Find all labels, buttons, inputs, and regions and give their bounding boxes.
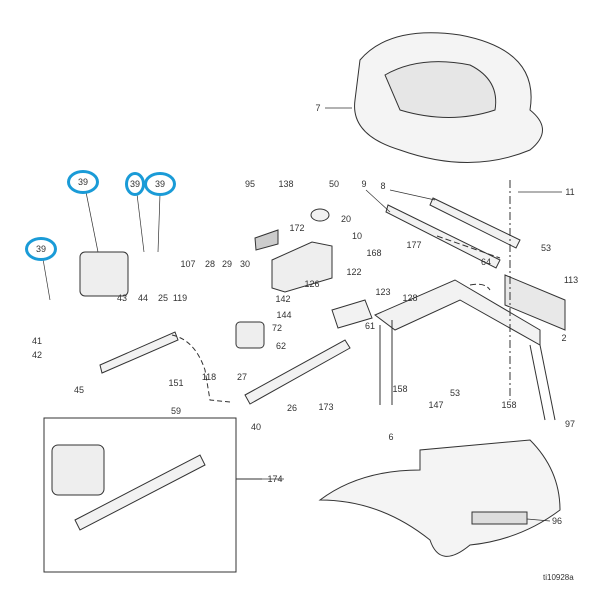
part-label-96: 96 xyxy=(551,516,563,526)
figure-reference: ti10928a xyxy=(543,573,574,582)
part-label-11: 11 xyxy=(565,187,575,197)
part-label-61: 61 xyxy=(364,321,376,331)
part-label-128: 128 xyxy=(402,293,418,303)
highlighted-callout-39[interactable]: 39 xyxy=(125,172,145,196)
filter-part xyxy=(235,321,265,349)
part-label-53: 53 xyxy=(449,388,461,398)
part-label-144: 144 xyxy=(276,310,292,320)
part-label-28: 28 xyxy=(204,259,216,269)
part-label-123: 123 xyxy=(375,287,391,297)
seat-part xyxy=(354,32,543,163)
part-label-40: 40 xyxy=(250,422,262,432)
tank-part xyxy=(271,241,333,293)
part-label-142: 142 xyxy=(275,294,291,304)
part-label-158: 158 xyxy=(501,400,517,410)
part-label-9: 9 xyxy=(361,179,367,189)
part-label-138: 138 xyxy=(278,179,294,189)
part-label-126: 126 xyxy=(304,279,320,289)
part-label-172: 172 xyxy=(289,223,305,233)
part-label-27: 27 xyxy=(236,372,248,382)
part-label-118: 118 xyxy=(201,372,217,382)
highlighted-callout-39[interactable]: 39 xyxy=(144,172,176,196)
part-label-119: 119 xyxy=(172,293,188,303)
part-label-25: 25 xyxy=(157,293,169,303)
part-label-72: 72 xyxy=(271,323,283,333)
arm-part xyxy=(99,331,179,374)
part-label-20: 20 xyxy=(340,214,352,224)
part-label-41: 41 xyxy=(31,336,43,346)
part-label-173: 173 xyxy=(318,402,334,412)
part-label-29: 29 xyxy=(221,259,233,269)
part-label-50: 50 xyxy=(328,179,340,189)
part-label-59: 59 xyxy=(170,406,182,416)
cap-part xyxy=(310,208,330,222)
part-label-6: 6 xyxy=(388,432,394,442)
fender-part xyxy=(318,439,561,557)
battery-box-part xyxy=(79,251,129,297)
part-label-122: 122 xyxy=(346,267,362,277)
part-label-45: 45 xyxy=(73,385,85,395)
part-label-168: 168 xyxy=(366,248,382,258)
highlighted-callout-39[interactable]: 39 xyxy=(67,170,99,194)
part-label-64: 64 xyxy=(480,257,492,267)
part-label-10: 10 xyxy=(351,231,363,241)
part-label-107: 107 xyxy=(180,259,196,269)
part-label-113: 113 xyxy=(563,275,579,285)
part-label-174: 174 xyxy=(267,474,283,484)
arm-tube-part xyxy=(244,339,351,405)
part-label-53: 53 xyxy=(540,243,552,253)
part-label-30: 30 xyxy=(239,259,251,269)
module-box-part xyxy=(331,299,373,329)
part-label-7: 7 xyxy=(315,103,321,113)
part-label-95: 95 xyxy=(244,179,256,189)
part-label-8: 8 xyxy=(380,181,386,191)
part-label-151: 151 xyxy=(168,378,184,388)
inset-box xyxy=(43,417,237,573)
part-label-2: 2 xyxy=(561,333,567,343)
part-label-97: 97 xyxy=(564,419,576,429)
part-label-43: 43 xyxy=(116,293,128,303)
part-label-158: 158 xyxy=(392,384,408,394)
sign-part xyxy=(254,229,279,251)
highlighted-callout-39[interactable]: 39 xyxy=(25,237,57,261)
part-label-44: 44 xyxy=(137,293,149,303)
part-label-62: 62 xyxy=(275,341,287,351)
part-label-26: 26 xyxy=(286,403,298,413)
part-label-147: 147 xyxy=(428,400,444,410)
part-label-177: 177 xyxy=(406,240,422,250)
part-label-42: 42 xyxy=(31,350,43,360)
frame-part xyxy=(374,197,566,421)
